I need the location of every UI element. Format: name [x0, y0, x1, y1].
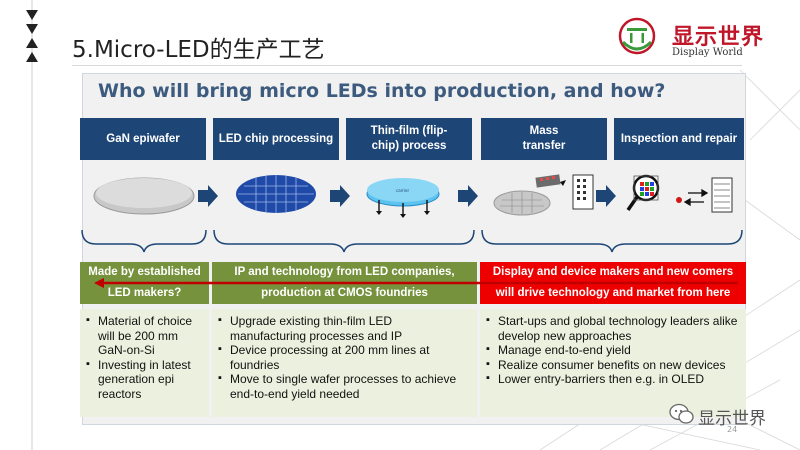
mass-transfer-icon: [493, 174, 594, 216]
list-item: Device processing at 200 mm lines at fou…: [218, 342, 471, 372]
list-item: Move to single wafer processes to achiev…: [218, 371, 471, 401]
list-item: Upgrade existing thin-film LED manufactu…: [218, 313, 471, 343]
list-item: Realize consumer benefits on new devices: [486, 357, 740, 373]
wechat-icon: [669, 403, 694, 424]
swap-arrows-icon: [683, 188, 709, 207]
list-item: Manage end-to-end yield: [486, 342, 740, 358]
group-details-display: Start-ups and global technology leaders …: [480, 309, 746, 417]
flow-arrow-icon: [330, 185, 350, 207]
logo-icon: [618, 17, 656, 55]
flow-arrow-icon: [458, 185, 478, 207]
list-item: Lower entry-barriers then e.g. in OLED: [486, 371, 740, 387]
group-details-epi: Material of choice will be 200 mm GaN-on…: [80, 309, 209, 417]
slide-title: 5.Micro-LED的生产工艺: [72, 37, 325, 63]
stage-header-gan-epiwafer: GaN epiwafer: [80, 118, 206, 160]
stage-header-led-chip-processing: LED chip processing: [213, 118, 339, 160]
chip-array-icon: [236, 175, 316, 213]
brand-name-cn: 显示世界: [672, 24, 765, 50]
brand-name-en: Display World: [672, 47, 743, 58]
group-details-chip: Upgrade existing thin-film LED manufactu…: [212, 309, 477, 417]
stage-header-thin-film-process: Thin-film (flip-chip) process: [346, 118, 472, 160]
stage-header-mass-transfer: Mass transfer: [481, 118, 607, 160]
flow-arrow-icon: [198, 185, 218, 207]
wafer-icon: [93, 177, 195, 215]
list-item: Material of choice will be 200 mm GaN-on…: [86, 313, 203, 358]
title-divider: [72, 65, 742, 66]
panel-title: Who will bring micro LEDs into productio…: [98, 80, 666, 102]
list-item: Start-ups and global technology leaders …: [486, 313, 740, 343]
defect-dot-icon: [676, 197, 682, 203]
group-braces: [81, 229, 743, 253]
list-item: Investing in latest generation epi react…: [86, 357, 203, 402]
flow-arrow-icon: [596, 185, 616, 207]
stage-header-inspection-and-repair: Inspection and repair: [614, 118, 744, 160]
magnifier-icon: [626, 174, 660, 211]
page-number: 24: [727, 425, 738, 434]
svg-text:carrier: carrier: [396, 188, 409, 193]
thin-film-icon: carrier: [366, 178, 440, 218]
watermark-text: 显示世界: [698, 409, 766, 429]
repaired-panel-icon: [711, 177, 733, 213]
